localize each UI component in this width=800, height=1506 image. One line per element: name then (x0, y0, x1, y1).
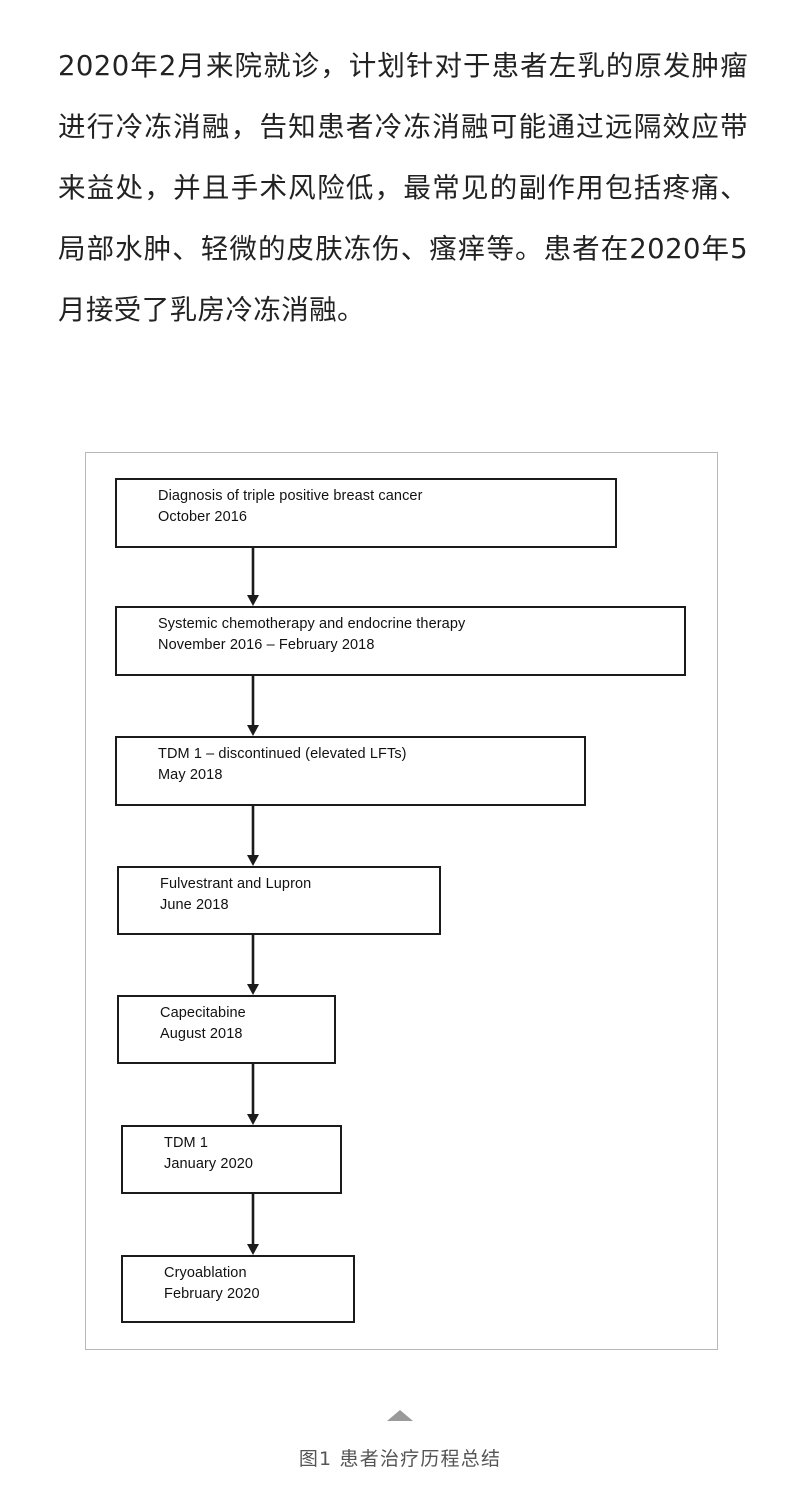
figure-caption: 图1 患者治疗历程总结 (298, 1448, 502, 1470)
triangle-up-icon[interactable] (387, 1410, 413, 1421)
figure-collapse-control[interactable] (0, 1408, 800, 1426)
figure-frame (85, 452, 718, 1350)
article-paragraph: 2020年2月来院就诊，计划针对于患者左乳的原发肿瘤进行冷冻消融，告知患者冷冻消… (58, 50, 748, 326)
